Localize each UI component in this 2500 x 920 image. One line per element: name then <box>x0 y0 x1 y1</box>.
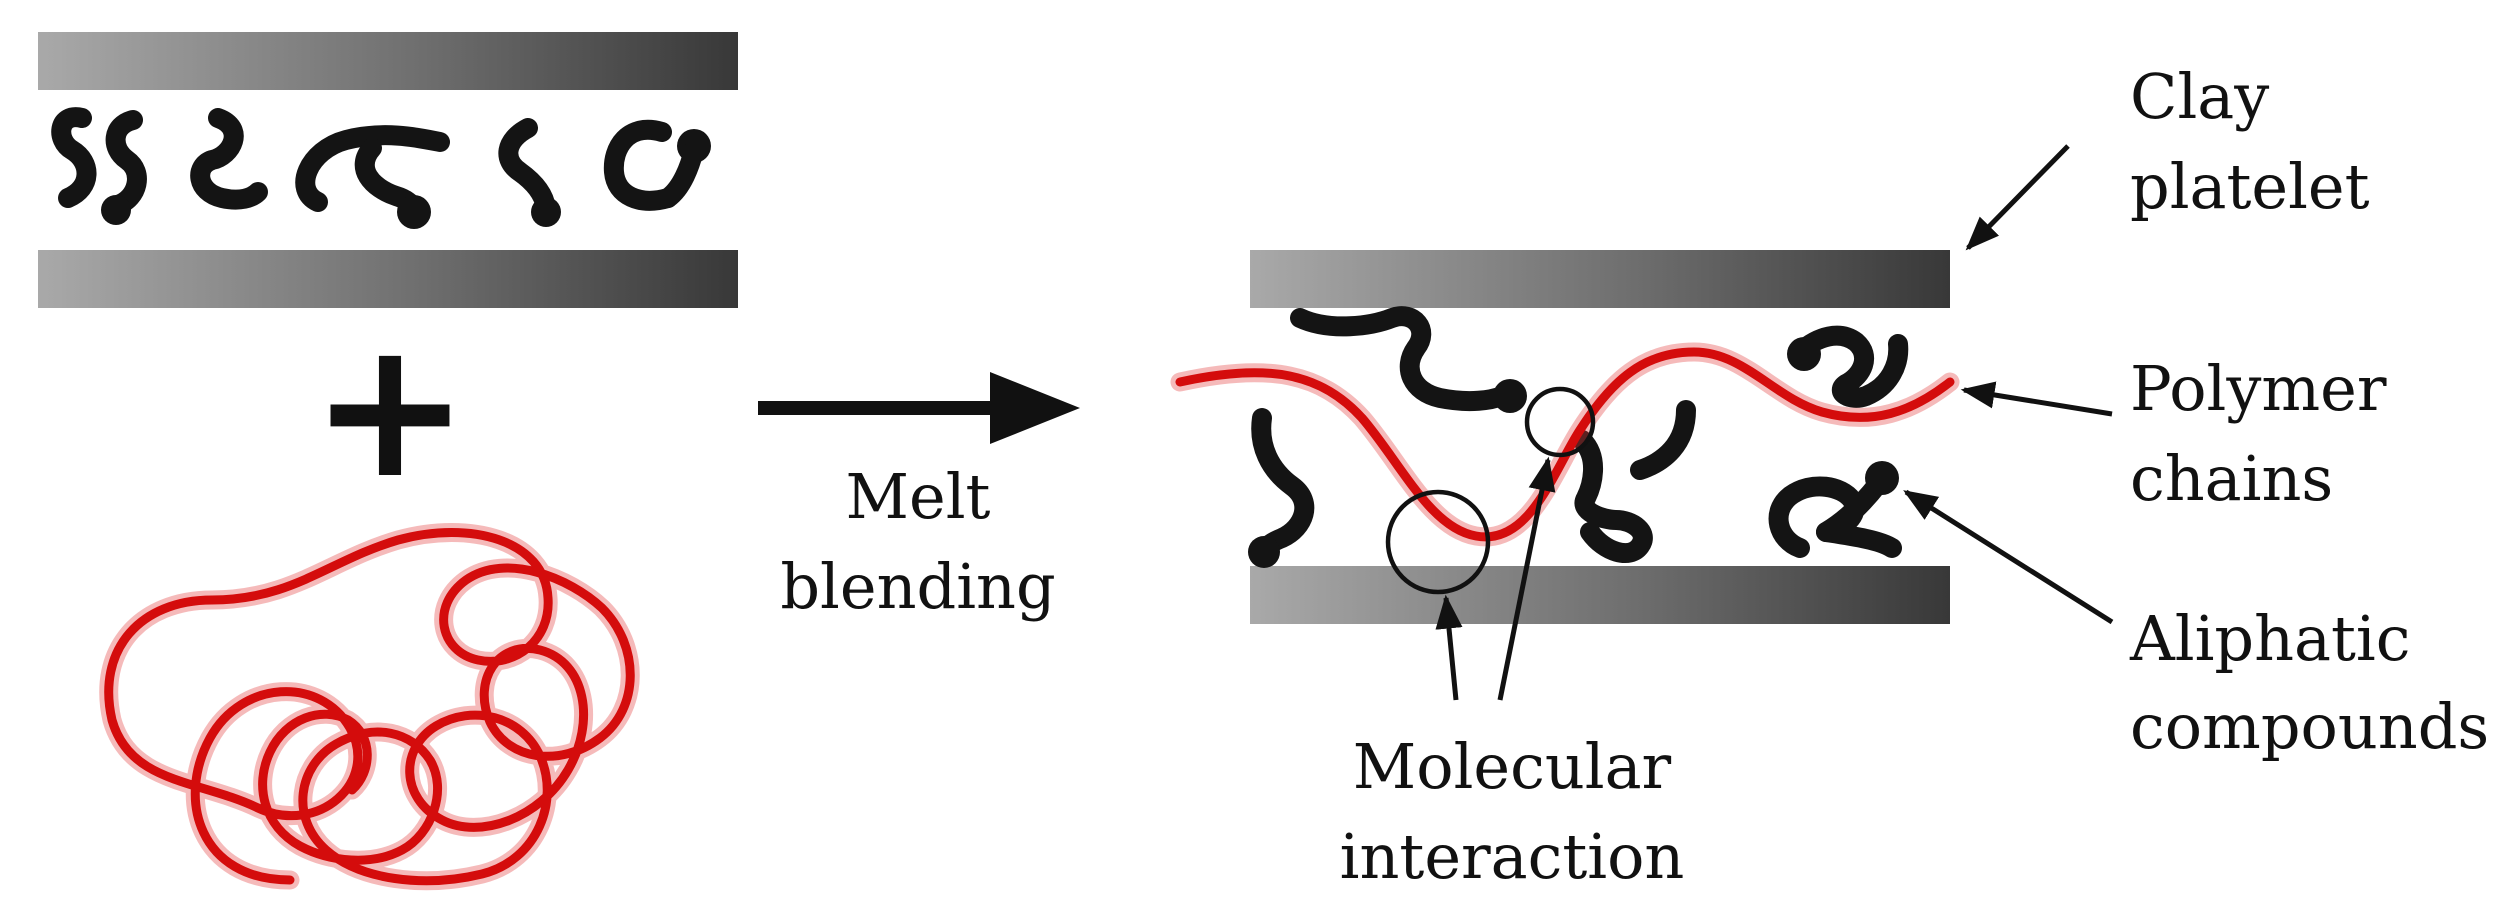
polymer-label-line2: chains <box>2130 442 2333 515</box>
aliphatic-molecule <box>295 125 450 229</box>
aliphatic-molecule <box>1248 408 1315 568</box>
pointer-polymer-chains <box>1960 381 2113 417</box>
right-bottom-platelet <box>1250 566 1950 624</box>
plus-sign: + <box>310 299 469 520</box>
aliphatic-molecule <box>51 107 97 208</box>
polymer-coil-path <box>104 527 635 886</box>
clay-label-line1: Clay <box>2130 60 2269 133</box>
aliphatic-molecule <box>1572 400 1696 563</box>
aliphatic-molecule <box>498 118 561 227</box>
pointer-interaction-upper <box>1497 456 1556 701</box>
aliphatic-molecule <box>1787 325 1909 408</box>
pointer-clay-platelet <box>1965 144 2070 251</box>
left-clay-stack <box>38 32 738 308</box>
molecular-interaction-label: Molecular interaction <box>1340 730 1685 893</box>
extended-polymer-chain <box>1170 342 1960 547</box>
right-top-platelet <box>1250 250 1950 308</box>
aliphatic-molecule <box>1768 461 1902 558</box>
process-arrow <box>758 372 1080 444</box>
left-top-platelet <box>38 32 738 90</box>
clay-platelet-label: Clay platelet <box>2130 60 2370 223</box>
left-bottom-platelet <box>38 250 738 308</box>
right-clay-stack <box>1250 250 1950 624</box>
interaction-label-line2: interaction <box>1340 820 1685 893</box>
process-label: Melt blending <box>780 460 1055 623</box>
aliphatic-molecule <box>603 120 711 211</box>
aliphatic-molecule <box>101 110 147 225</box>
aliphatic-compounds-label: Aliphatic compounds <box>2129 602 2489 763</box>
annotation-pointers <box>1435 144 2114 701</box>
clay-label-line2: platelet <box>2130 150 2370 223</box>
pointer-interaction-lower <box>1435 594 1463 701</box>
left-aliphatic-compounds <box>51 107 711 229</box>
aliphatic-molecule <box>190 108 268 210</box>
polymer-label-line1: Polymer <box>2130 352 2387 425</box>
interaction-ring-lower <box>1385 489 1491 595</box>
interaction-ring-upper <box>1524 386 1596 458</box>
plus-sign-text: + <box>310 299 469 520</box>
interaction-label-line1: Molecular <box>1353 730 1672 803</box>
aliphatic-label-line1: Aliphatic <box>2129 602 2410 675</box>
pointer-aliphatic-compounds <box>1903 489 2114 625</box>
tangled-polymer-coil <box>99 522 640 891</box>
right-aliphatic-compounds <box>1248 306 1909 568</box>
process-label-line2: blending <box>780 550 1055 623</box>
process-label-line1: Melt <box>846 460 991 533</box>
aliphatic-molecule <box>1290 306 1527 413</box>
aliphatic-label-line2: compounds <box>2130 690 2489 763</box>
polymer-chains-label: Polymer chains <box>2130 352 2387 515</box>
process-arrow-head <box>990 372 1080 444</box>
polymer-chain-path <box>1175 347 1955 542</box>
